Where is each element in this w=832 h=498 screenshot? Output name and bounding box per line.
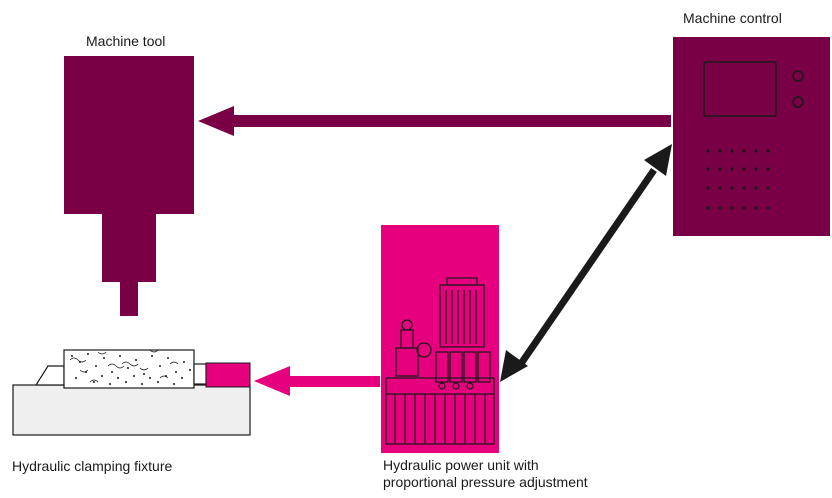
machine-tool-icon	[64, 56, 194, 316]
control-to-tool-arrow	[198, 106, 671, 136]
control-power-double-arrow	[500, 144, 672, 382]
clamping-fixture-icon	[12, 349, 251, 436]
machine-tool-label: Machine tool	[86, 33, 166, 49]
machine-control-label: Machine control	[683, 10, 782, 26]
control-cabinet-icon	[673, 37, 830, 236]
clamping-fixture-label: Hydraulic clamping fixture	[12, 458, 173, 474]
power-unit-label-line1: Hydraulic power unit with	[383, 457, 539, 473]
power-unit-label-line2: proportional pressure adjustment	[383, 474, 588, 490]
workpiece-texture	[71, 353, 191, 385]
hydraulic-power-unit-icon	[381, 225, 499, 453]
power-to-fixture-arrow	[254, 366, 380, 396]
power-unit-label: Hydraulic power unit with proportional p…	[383, 457, 588, 491]
